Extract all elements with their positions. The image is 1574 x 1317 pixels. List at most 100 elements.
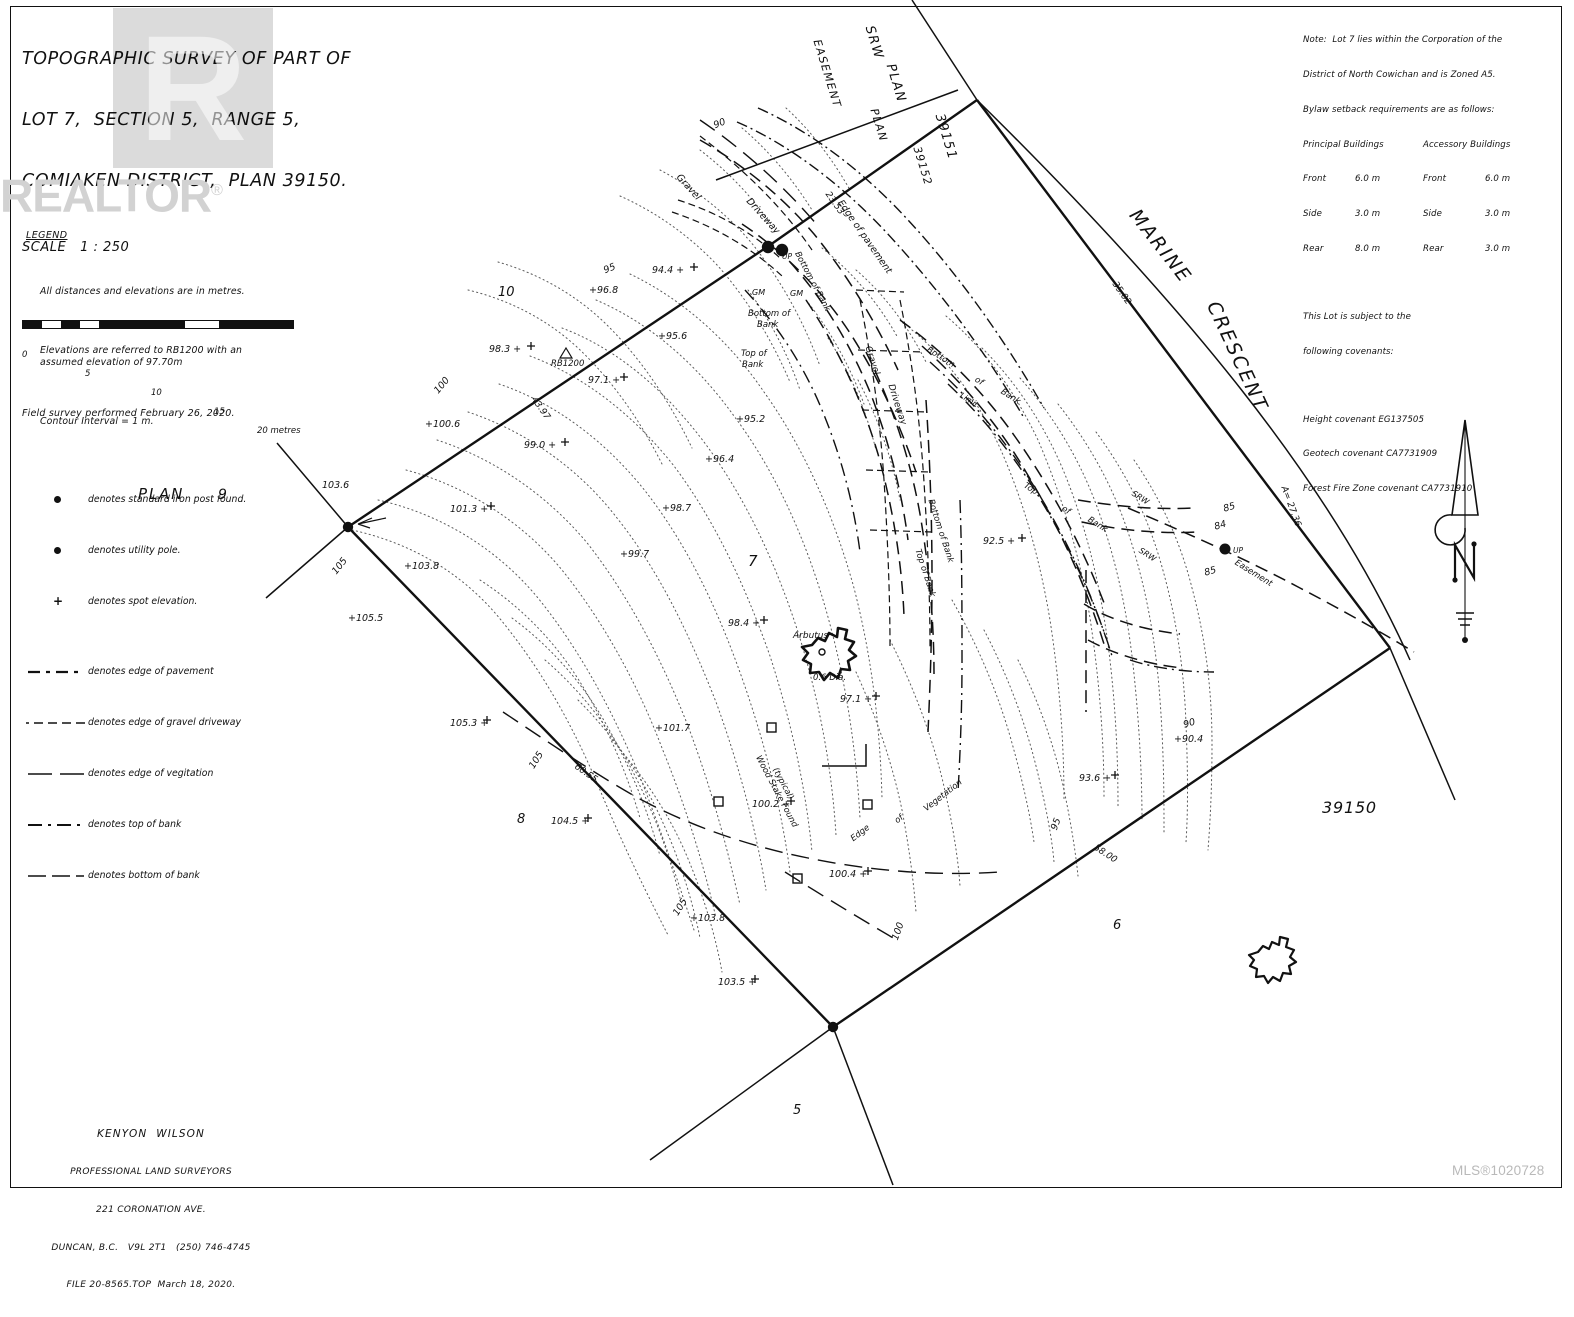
spot-elevation-label: 104.5 + [551, 816, 590, 827]
notes-block: Note: Lot 7 lies within the Corporation … [1303, 12, 1553, 519]
fine-dash-line-icon [26, 718, 88, 728]
benchmark-rb1200 [558, 346, 574, 359]
title-block: TOPOGRAPHIC SURVEY OF PART OF LOT 7, SEC… [22, 10, 452, 457]
spot-elevation-label: 92.5 + [983, 536, 1016, 547]
spot-elevation-label: +100.6 [425, 419, 461, 430]
spot-elevation-label: +96.8 [589, 285, 619, 296]
spot-elevation-label: 97.1 + [840, 694, 873, 705]
legend-item-bottom-of-bank: denotes bottom of bank [26, 869, 326, 882]
setback-front-label-2: Front [1423, 174, 1447, 185]
spot-elevation-label: 100.4 + [829, 869, 868, 880]
feature-label: UP [782, 252, 793, 261]
spot-elevation-label: +99.7 [620, 549, 650, 560]
scale-bar-graphic [22, 320, 294, 329]
survey-map-drawing: .bnd{fill:none;stroke:#111;stroke-width:… [265, 0, 1479, 1186]
filled-circle-icon [40, 547, 88, 554]
legend-item-spot-elevation-label: denotes spot elevation. [88, 596, 198, 607]
note-line-2: District of North Cowichan and is Zoned … [1303, 69, 1496, 80]
legend-item-top-of-bank-label: denotes top of bank [88, 819, 182, 830]
setback-col-head-right: Accessory Buildings [1423, 139, 1511, 150]
spot-elevation-label: 103.6 [322, 480, 350, 491]
filled-circle-icon [40, 496, 88, 503]
long-dash-line-2-icon [26, 871, 88, 881]
covenant-geotech: Geotech covenant CA7731909 [1303, 449, 1438, 460]
utility-pole-marker [1219, 543, 1231, 555]
spot-elevation-label: 97.1 + [588, 375, 621, 386]
registered-icon: ® [211, 182, 223, 199]
feature-label: GM [752, 288, 766, 297]
spot-elevation-label: +90.4 [1174, 734, 1204, 745]
legend-item-bottom-of-bank-label: denotes bottom of bank [88, 870, 200, 881]
scale-bar: 0 5 10 15 20 metres [22, 320, 302, 436]
spot-elevation-ticks [483, 263, 1119, 983]
plan-number-label: 9 [218, 487, 227, 503]
legend-item-top-of-bank: denotes top of bank [26, 818, 326, 831]
feature-label: Bank [742, 360, 764, 370]
spot-elevation-label: 98.4 + [728, 618, 761, 629]
legend-item-utility-pole-label: denotes utility pole. [88, 545, 181, 556]
setback-header-row: Principal Buildings Accessory Buildings [1303, 140, 1553, 152]
lot-number-label: 6 [1113, 918, 1122, 933]
spot-elevation-label: 99.0 + [524, 440, 557, 451]
scale-text: SCALE 1 : 250 [22, 240, 130, 255]
feature-label: 0.6 Dia. [813, 673, 847, 683]
dash-dot-line-icon [26, 667, 88, 677]
scale-tick-20: 20 metres [257, 426, 301, 436]
setback-front-accessory: 6.0 m [1485, 174, 1511, 185]
setback-side-label-2: Side [1423, 209, 1442, 220]
surveyor-block: KENYON WILSON PROFESSIONAL LAND SURVEYOR… [16, 1103, 286, 1317]
setback-front-principal: 6.0 m [1355, 174, 1381, 185]
setback-row-rear: Rear 8.0 m Rear 3.0 m [1303, 244, 1553, 256]
watermark-box [113, 8, 273, 168]
spot-elevation-label: 98.3 + [489, 344, 522, 355]
spot-elevation-label: +103.8 [690, 913, 726, 924]
spot-elevation-label: +103.8 [404, 561, 440, 572]
covenant-intro-2: following covenants: [1303, 346, 1394, 357]
lot-number-label: 8 [517, 812, 526, 827]
covenant-forest-fire: Forest Fire Zone covenant CA7731910 [1303, 484, 1473, 495]
spot-elevation-label: 93.6 + [1079, 773, 1112, 784]
surveyor-name: KENYON WILSON [97, 1128, 205, 1141]
lot-number-label: 7 [748, 552, 758, 570]
feature-label: Arbutus [793, 631, 829, 641]
legend: LEGEND All distances and elevations are … [26, 192, 326, 920]
plus-icon: + [53, 594, 64, 608]
spot-elevation-label: +105.5 [348, 613, 384, 624]
legend-item-gravel-driveway-label: denotes edge of gravel driveway [88, 717, 241, 728]
setback-rear-principal: 8.0 m [1355, 243, 1381, 254]
realtor-watermark-text: REALTOR [0, 169, 212, 222]
legend-item-iron-post: denotes standard iron post found. [40, 493, 326, 506]
legend-note-contour: Contour Interval = 1 m. [40, 415, 154, 427]
stake-connector [822, 744, 867, 767]
arbutus-tree-symbol [800, 626, 858, 682]
feature-label: RB1200 [551, 359, 585, 369]
legend-note-datum-1: Elevations are referred to RB1200 with a… [40, 344, 243, 356]
setback-rear-label-2: Rear [1423, 243, 1444, 254]
legend-item-edge-pavement-label: denotes edge of pavement [88, 666, 214, 677]
note-line-3: Bylaw setback requirements are as follow… [1303, 104, 1495, 115]
setback-front-label: Front [1303, 174, 1327, 185]
surveyor-address: 221 CORONATION AVE. [96, 1204, 206, 1215]
top-of-bank-lines [744, 289, 1215, 793]
spot-elevation-label: +95.2 [736, 414, 766, 425]
iron-post-markers [342, 240, 1231, 1033]
legend-item-spot-elevation: + denotes spot elevation. [40, 595, 326, 608]
edge-of-pavement [736, 107, 1045, 419]
title-line-1: TOPOGRAPHIC SURVEY OF PART OF [22, 49, 352, 69]
spot-elevation-label: 100.2 + [752, 799, 791, 810]
setback-row-front: Front 6.0 m Front 6.0 m [1303, 174, 1553, 186]
scale-bar-ticks: 0 5 10 15 20 metres [22, 331, 312, 436]
scale-tick-10: 10 [151, 388, 162, 398]
field-survey-note: Field survey performed February 26, 2020… [22, 408, 235, 419]
spot-elevation-label: 94.4 + [652, 265, 685, 276]
scale-tick-15: 15 [214, 407, 225, 417]
legend-note-datum: Elevations are referred to RB1200 with a… [40, 345, 326, 370]
surveyor-file-line: FILE 20-8565.TOP March 18, 2020. [66, 1280, 236, 1291]
spot-elevation-label: +101.7 [655, 723, 691, 734]
watermark-r-glyph: R [138, 4, 248, 172]
post-leaders [357, 517, 387, 529]
legend-heading: LEGEND [26, 230, 68, 241]
legend-item-gravel-driveway: denotes edge of gravel driveway [26, 716, 326, 729]
legend-item-utility-pole: denotes utility pole. [40, 544, 326, 557]
setback-side-accessory: 3.0 m [1485, 209, 1511, 220]
